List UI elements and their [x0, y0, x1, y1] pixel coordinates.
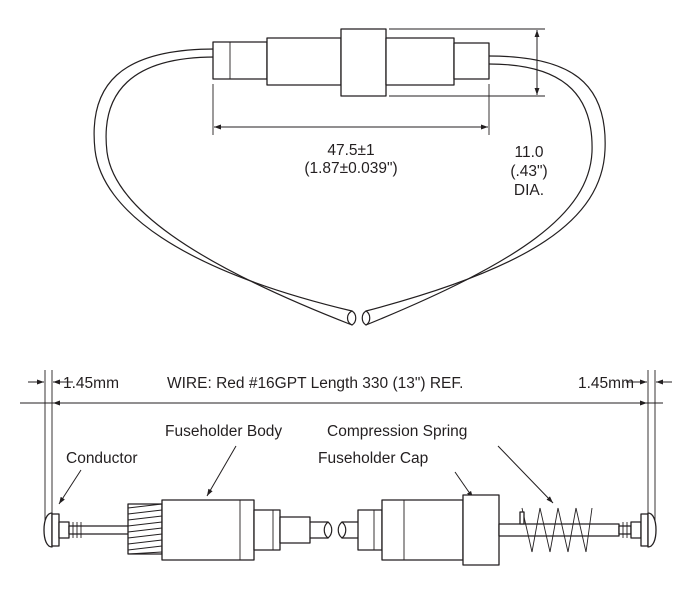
dia-suffix-label: DIA. [514, 182, 544, 199]
top-view: 47.5±1 (1.87±0.039") 11.0 (.43") DIA. [93, 28, 606, 326]
dia-dim-inch-label: (.43") [510, 163, 547, 180]
compression-spring-label: Compression Spring [327, 423, 467, 440]
right-gap-label: 1.45mm [578, 375, 634, 392]
left-gap-label: 1.45mm [63, 375, 119, 392]
wire-spec-label: WIRE: Red #16GPT Length 330 (13") REF. [167, 375, 463, 392]
fuseholder-cap-label: Fuseholder Cap [318, 450, 428, 467]
conductor-label: Conductor [66, 450, 138, 467]
fuseholder-top [212, 28, 490, 97]
side-wire [309, 521, 361, 539]
side-view: 1.45mm 1.45mm WIRE: Red #16GPT Length 33… [20, 370, 672, 566]
fuseholder-body [161, 499, 311, 561]
fuseholder-cap [357, 494, 500, 566]
length-dim-label: 47.5±1 [327, 142, 374, 159]
dia-dim-label: 11.0 [514, 144, 543, 161]
fuseholder-body-label: Fuseholder Body [165, 423, 282, 440]
wire-loop [93, 48, 606, 326]
threaded-section [127, 503, 163, 555]
right-conductor [618, 512, 657, 548]
compression-spring [498, 507, 620, 553]
length-dim-inch-label: (1.87±0.039") [304, 160, 397, 177]
left-conductor [43, 512, 132, 548]
